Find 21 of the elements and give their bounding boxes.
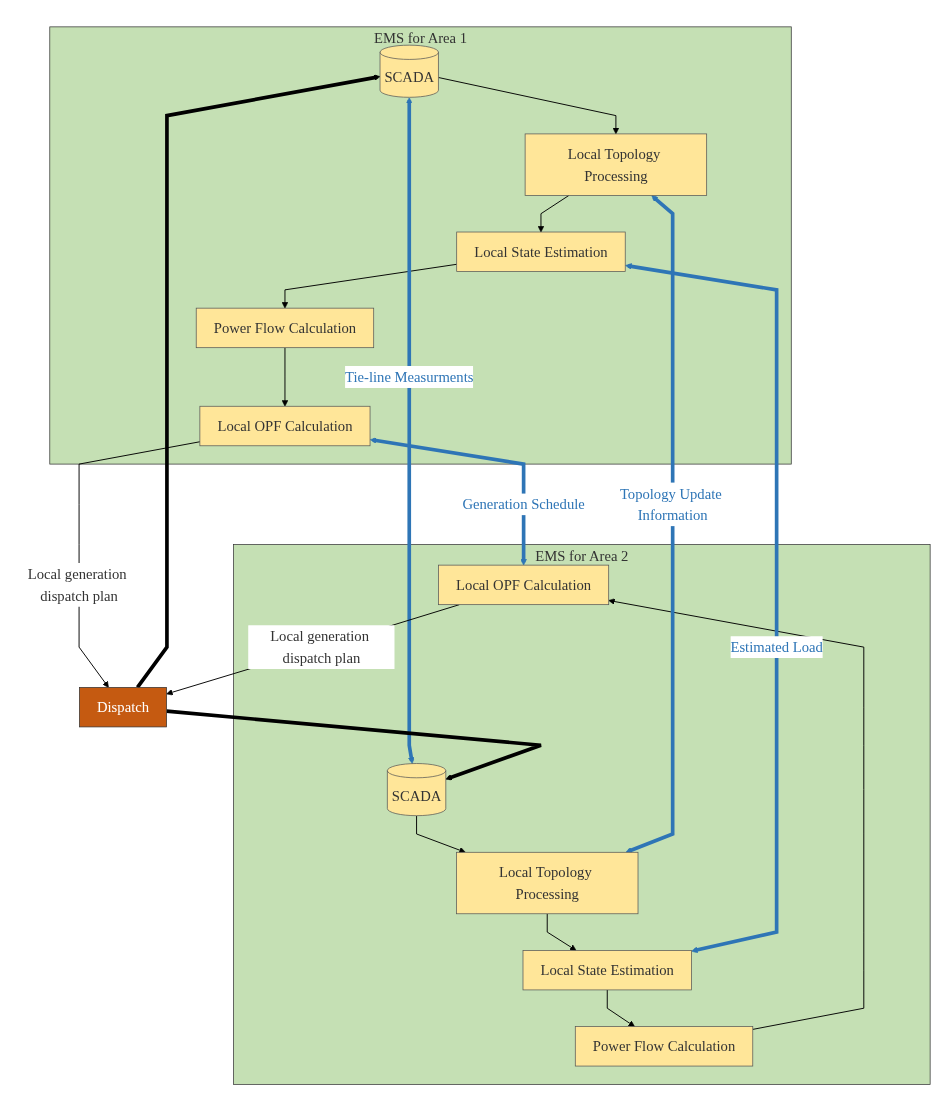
arrow [166,709,543,781]
edge-label: Local generation dispatch plan [27,566,127,605]
node-box: Local OPF Calculation [199,406,371,447]
arrow [406,97,415,765]
node-box: Dispatch [79,687,167,728]
arrow [370,437,527,566]
edge-label: Local generation dispatch plan [270,628,369,667]
arrow [625,195,675,854]
arrow [136,74,381,689]
node-box: Local State Estimation [456,232,626,273]
node-box: Power Flow Calculation [195,308,375,349]
node-box: Local OPF Calculation [438,565,610,606]
node-box: Local State Estimation [522,950,692,991]
node-box: Power Flow Calculation [574,1026,754,1067]
edge-label: Tie-line Measurments [345,369,474,386]
arrow [625,263,779,954]
edge-label: Topology Update Information [619,485,722,524]
node-box: Local Topology Processing [524,133,708,197]
node-box: Local Topology Processing [456,852,639,915]
edge-label: Estimated Load [730,639,823,656]
edge-label: Generation Schedule [462,496,585,513]
